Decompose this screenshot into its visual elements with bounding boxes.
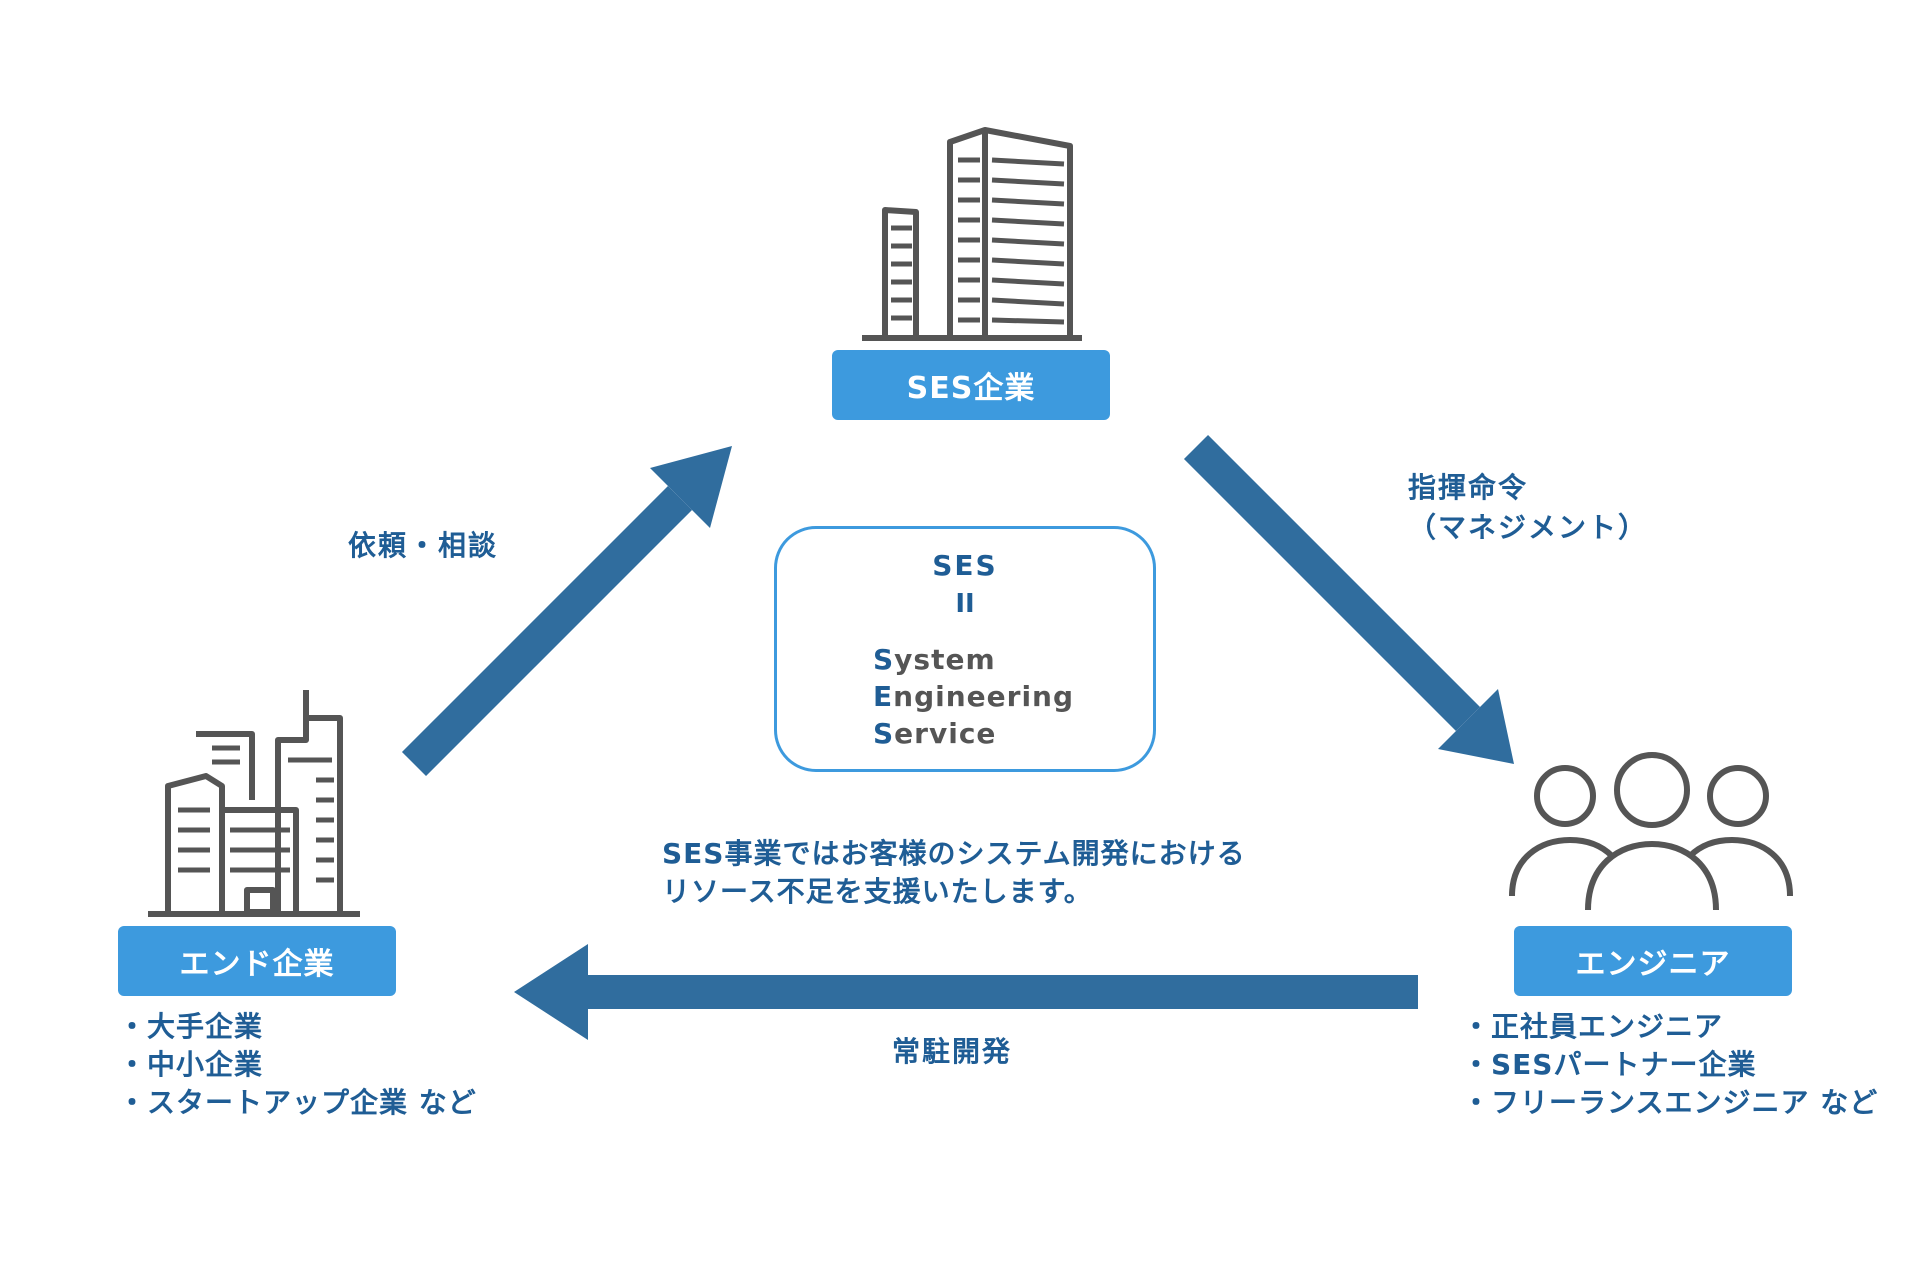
arrow-label-management-line1: 指揮命令: [1408, 471, 1529, 504]
node-engineer: エンジニア: [1514, 926, 1792, 996]
arrow-engineer-to-end: [514, 944, 1418, 1040]
office-building-icon: [862, 127, 1082, 341]
word-engineering: Engineering: [873, 680, 1075, 713]
list-item: 大手企業: [118, 1008, 477, 1046]
node-engineer-label: エンジニア: [1575, 947, 1731, 982]
node-end-company: エンド企業: [118, 926, 396, 996]
list-item: フリーランスエンジニア など: [1462, 1084, 1878, 1122]
list-item: SESパートナー企業: [1462, 1046, 1878, 1084]
end-company-examples: 大手企業 中小企業 スタートアップ企業 など: [118, 1008, 477, 1122]
arrow-end-to-ses: [401, 446, 732, 777]
arrow-ses-to-engineer: [1183, 434, 1514, 764]
node-ses-company-label: SES企業: [906, 371, 1036, 406]
arrow-label-management-line2: （マネジメント）: [1408, 511, 1649, 544]
arrow-label-request: 依頼・相談: [348, 529, 499, 562]
word-system: System: [873, 643, 996, 676]
description-line1: SES事業ではお客様のシステム開発における: [662, 837, 1246, 870]
people-group-icon: [1509, 752, 1793, 911]
engineer-examples: 正社員エンジニア SESパートナー企業 フリーランスエンジニア など: [1462, 1008, 1878, 1122]
arrow-label-onsite: 常駐開発: [892, 1035, 1013, 1068]
city-buildings-icon: [148, 690, 360, 917]
word-service: Service: [873, 717, 997, 750]
node-end-company-label: エンド企業: [179, 947, 335, 982]
ses-abbreviation: SES: [932, 549, 998, 582]
equals-sign: II: [955, 589, 975, 619]
node-ses-company: SES企業: [832, 350, 1110, 420]
ses-definition-box: SES II System Engineering Service: [774, 526, 1156, 772]
list-item: スタートアップ企業 など: [118, 1084, 477, 1122]
ses-full-name: System Engineering Service: [873, 641, 1074, 752]
description-line2: リソース不足を支援いたします。: [662, 875, 1093, 908]
list-item: 中小企業: [118, 1046, 477, 1084]
list-item: 正社員エンジニア: [1462, 1008, 1878, 1046]
